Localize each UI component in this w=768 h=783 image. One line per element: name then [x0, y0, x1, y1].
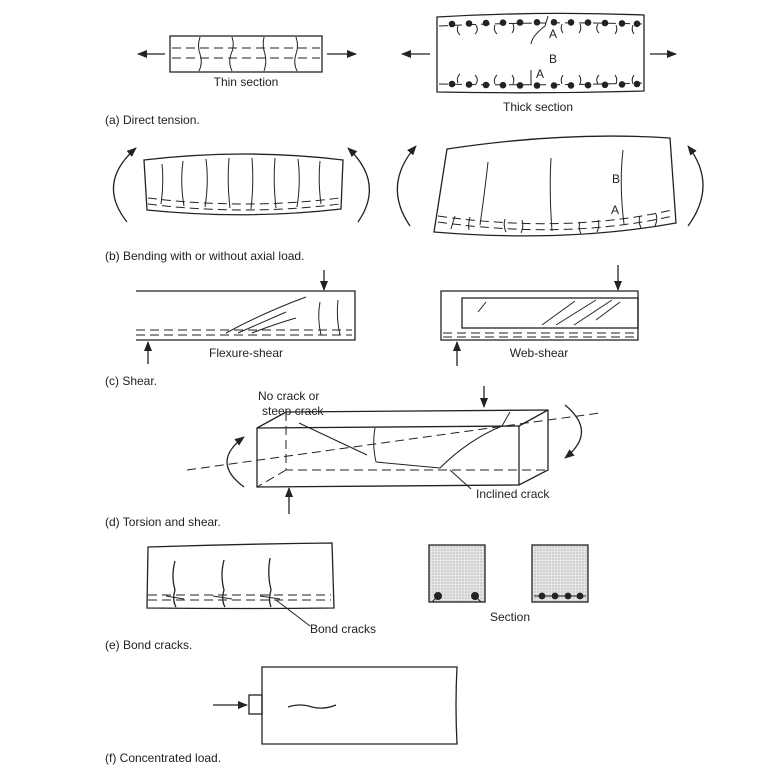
panel-c-shear: Flexure-shear Web-shear (c) Shear.	[105, 265, 639, 388]
splitting-crack	[287, 704, 337, 709]
panel-f-concentrated-load: (f) Concentrated load.	[105, 666, 458, 765]
no-crack-label-line2: steep crack	[262, 404, 324, 418]
leader-bond	[275, 599, 311, 627]
flexure-shear-beam: Flexure-shear	[136, 270, 356, 364]
bearing-plate	[248, 694, 263, 715]
caption-e: (e) Bond cracks.	[105, 638, 192, 652]
caption-f: (f) Concentrated load.	[105, 751, 221, 765]
caption-d: (d) Torsion and shear.	[105, 515, 221, 529]
bent-beam-small	[112, 147, 371, 223]
panel-e-bond-cracks: Bond cracks Section (e) Bond cracks.	[105, 542, 589, 652]
concentrated-load-member	[261, 666, 458, 745]
section-label: Section	[490, 610, 530, 624]
panel-b-bending: B A (b) Bending with or without axial lo…	[105, 135, 704, 263]
panel-a-direct-tension: Thin section	[105, 12, 677, 127]
bottom-rebar-dots	[448, 80, 641, 89]
crack-a-b	[530, 15, 549, 85]
bond-cracks-label: Bond cracks	[310, 622, 376, 636]
web-shear-beam: Web-shear	[440, 265, 639, 366]
thin-section-label: Thin section	[214, 75, 279, 89]
leader-inclined	[449, 469, 472, 490]
bent-beam-large: B A	[396, 135, 704, 237]
moment-arrow-left-large	[396, 145, 417, 227]
point-a-label: A	[549, 27, 557, 41]
point-b-bending-label: B	[612, 172, 620, 186]
section-views: Section	[428, 544, 589, 624]
panel-d-torsion: No crack or steep crack Inclined crack (…	[105, 386, 601, 529]
point-a-bending-label: A	[611, 203, 619, 217]
flexure-shear-label: Flexure-shear	[209, 346, 283, 360]
inclined-crack-label: Inclined crack	[476, 487, 550, 501]
moment-arrow-right-small	[347, 147, 371, 223]
caption-b: (b) Bending with or without axial load.	[105, 249, 304, 263]
leader-no-crack	[298, 422, 368, 456]
moment-arrow-left-small	[112, 147, 137, 223]
web-shear-label: Web-shear	[510, 346, 568, 360]
torsion-beam	[186, 386, 601, 514]
section-four-bars	[531, 544, 589, 603]
torque-arrow-right	[564, 404, 582, 459]
thick-section-member: A B A Thick section	[401, 12, 677, 114]
torque-arrow-left	[226, 436, 245, 488]
thick-section-label: Thick section	[503, 100, 573, 114]
thin-section-member: Thin section	[137, 35, 357, 89]
caption-a: (a) Direct tension.	[105, 113, 200, 127]
top-rebar-dots	[448, 19, 641, 28]
point-b-label: B	[549, 52, 557, 66]
bond-crack-beam: Bond cracks	[146, 542, 376, 636]
point-a-label-lower: A	[536, 67, 544, 81]
moment-arrow-right-large	[687, 145, 704, 227]
caption-c: (c) Shear.	[105, 374, 157, 388]
no-crack-label-line1: No crack or	[258, 389, 319, 403]
